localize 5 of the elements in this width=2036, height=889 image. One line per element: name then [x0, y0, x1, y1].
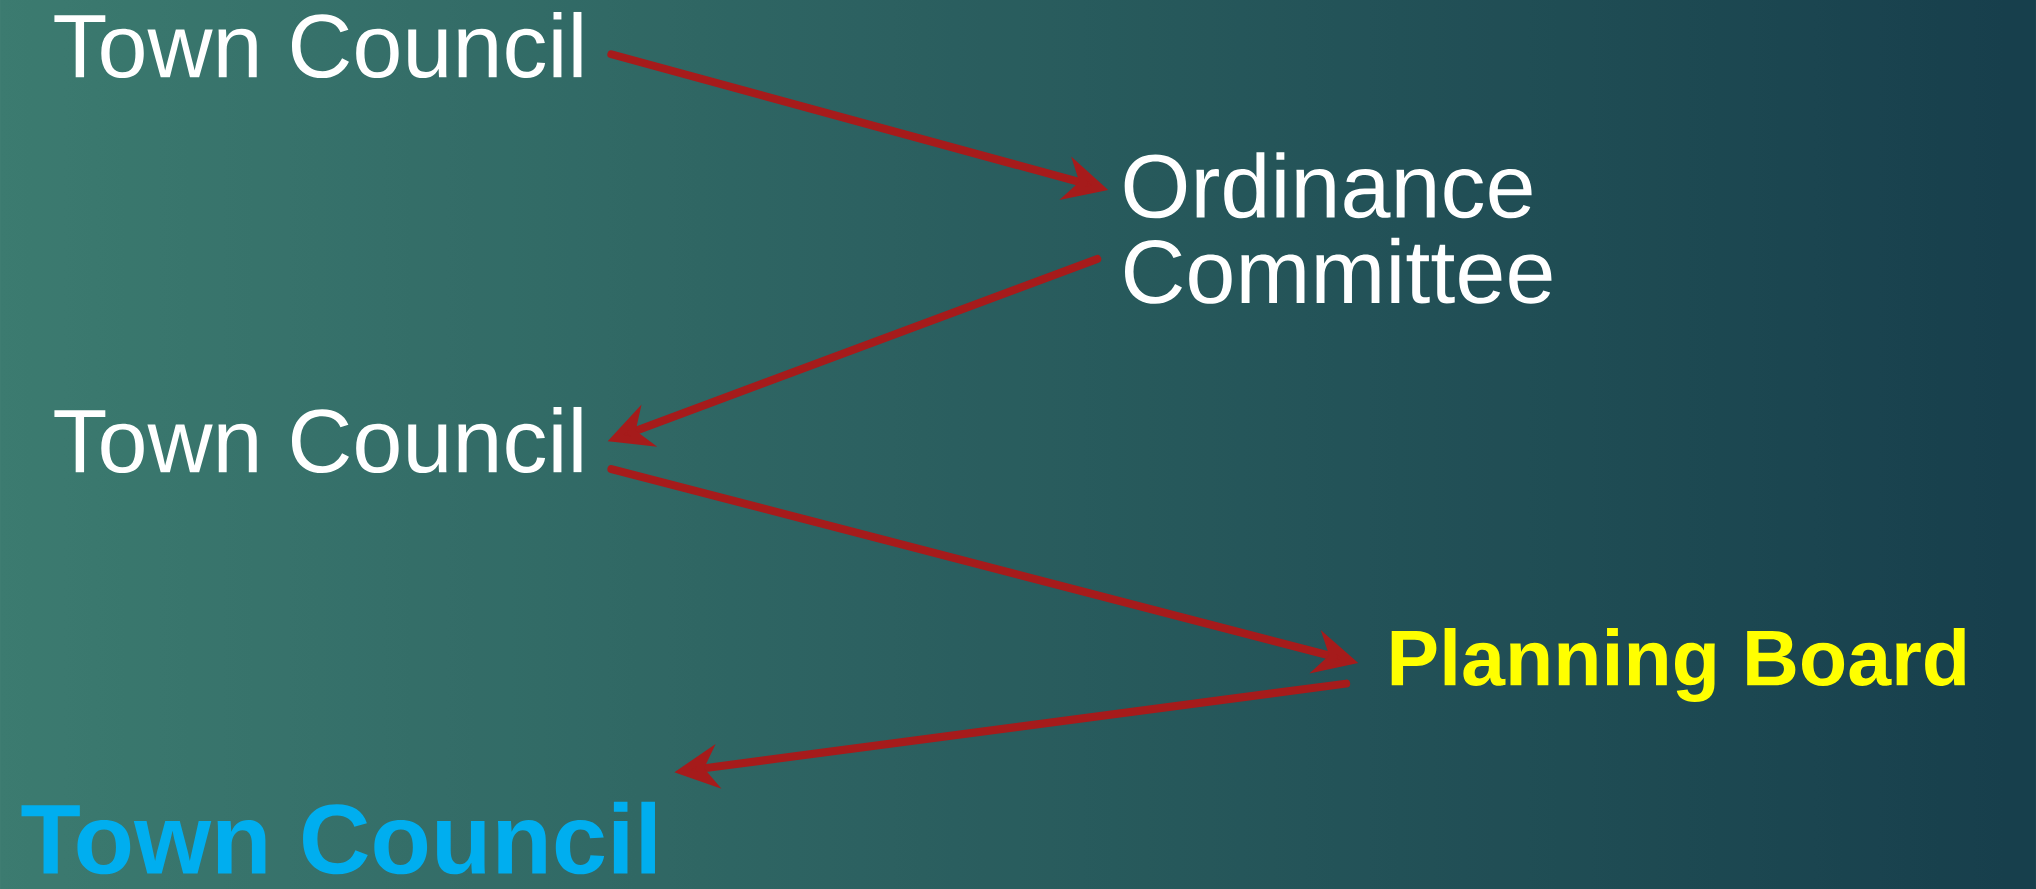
- process-label: Ordinance Committee: [1124, 152, 1552, 304]
- heading-text: Town Council: [21, 801, 655, 875]
- process-label: Town Council: [54, 406, 582, 474]
- process-label: Town Council: [54, 11, 582, 79]
- heading-text: Planning Board: [1391, 628, 1965, 702]
